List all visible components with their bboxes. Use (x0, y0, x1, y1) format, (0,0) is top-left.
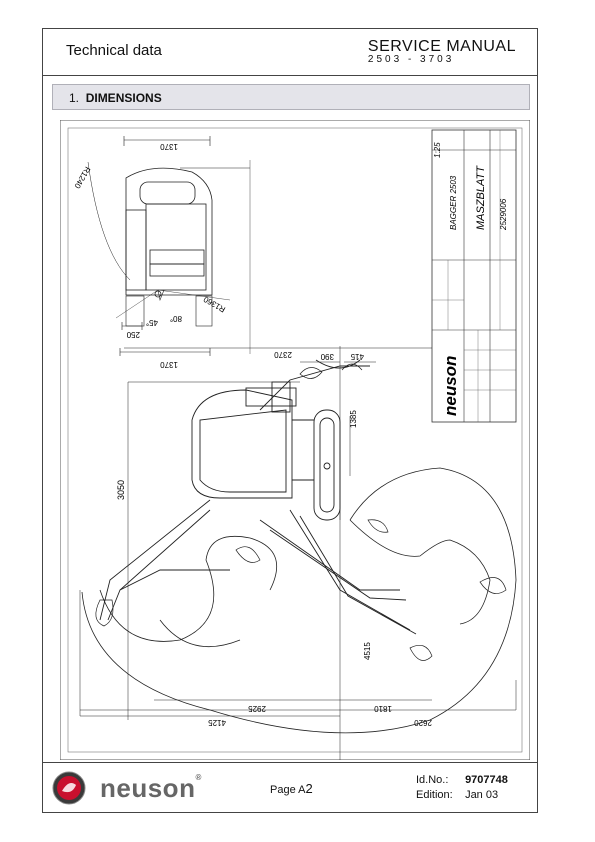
id-label: Id.No.: (416, 774, 449, 786)
edition-value: Jan 03 (465, 789, 499, 801)
title-block-brand: neuson (441, 356, 460, 416)
page-footer: neuson® Page A2 Id.No.: 9707748 Edition:… (42, 762, 538, 813)
page-frame (42, 28, 538, 813)
registered-mark: ® (195, 773, 202, 782)
model-range: 2503 - 3703 (367, 54, 455, 65)
dim-radius-1360: R1360 (202, 294, 227, 314)
title-block-machine: BAGGER 2503 (449, 175, 458, 230)
title-block-name: MASZBLATT (475, 165, 487, 230)
dim-depth-4515: 4515 (363, 642, 372, 660)
section-heading: 1. DIMENSIONS (52, 84, 530, 110)
manual-title: SERVICE MANUAL (367, 38, 516, 55)
dim-track-width: 1370 (160, 360, 178, 369)
title-block-number: 2529006 (499, 198, 508, 231)
brand-wordmark: neuson® (100, 773, 202, 804)
dimension-drawing: 1:25 BAGGER 2503 MASZBLATT 2529006 neuso… (60, 120, 530, 760)
document-ident: Id.No.: 9707748 Edition: Jan 03 (416, 773, 508, 803)
dim-390: 390 (320, 352, 334, 361)
section-number: 1. (69, 91, 80, 105)
dim-angle-45: 45° (146, 318, 158, 327)
header-right: SERVICE MANUAL 2503 - 3703 (368, 38, 516, 65)
dim-2370: 2370 (274, 350, 292, 359)
dim-top-radius: R1240 (72, 165, 92, 190)
dim-height-3050: 3050 (116, 480, 126, 500)
dim-offset-250: 250 (126, 330, 140, 339)
dim-2925: 2925 (248, 704, 266, 713)
digging-envelope (81, 467, 517, 734)
top-view (87, 136, 251, 356)
page-header: Technical data SERVICE MANUAL 2503 - 370… (42, 28, 538, 76)
title-block: 1:25 BAGGER 2503 MASZBLATT 2529006 neuso… (431, 129, 517, 423)
dim-top-width: 1370 (160, 142, 178, 151)
dim-415: 415 (350, 352, 364, 361)
dim-4125: 4125 (208, 718, 226, 727)
brand-name: neuson (100, 773, 196, 803)
dim-1810: 1810 (374, 704, 392, 713)
header-left-title: Technical data (66, 42, 162, 59)
page-number-value: 2 (305, 781, 313, 796)
id-value: 9707748 (465, 774, 508, 786)
side-view-machine (99, 359, 417, 635)
side-dim-lines (79, 346, 517, 760)
bucket-symbols (95, 363, 507, 661)
title-block-scale: 1:25 (433, 142, 442, 158)
edition-row: Edition: Jan 03 (416, 788, 508, 803)
dim-angle-80: 80° (170, 314, 182, 323)
section-title: DIMENSIONS (85, 91, 162, 105)
edition-label: Edition: (416, 789, 453, 801)
dim-1385: 1385 (349, 410, 358, 428)
id-row: Id.No.: 9707748 (416, 773, 508, 788)
section-heading-text: 1. DIMENSIONS (69, 91, 162, 105)
neuson-logo-icon (52, 771, 86, 805)
page-number: Page A2 (270, 781, 313, 796)
page-prefix: Page A (270, 784, 306, 796)
